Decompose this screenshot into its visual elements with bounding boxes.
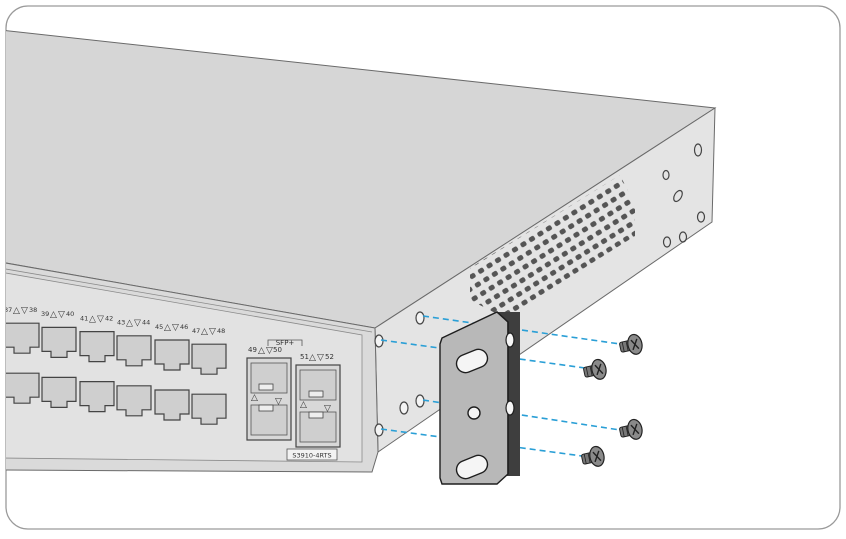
port-number-label: 42 — [105, 314, 113, 322]
port-arrow-down: ▽ — [134, 319, 141, 329]
rj45-port-bottom — [116, 385, 152, 417]
port-arrow-down: ▽ — [21, 306, 28, 316]
svg-text:▽: ▽ — [275, 397, 282, 407]
port-arrow-down: ▽ — [97, 314, 104, 324]
rj45-port-top — [41, 326, 77, 358]
sfp-arrow-down-1: ▽ — [266, 346, 273, 356]
sfp-cage-right: △ ▽ — [295, 364, 341, 448]
sfp-port-50: 50 — [273, 346, 282, 354]
port-arrow-up: △ — [164, 323, 171, 333]
rj45-port-bottom — [6, 372, 40, 404]
sfp-arrow-up-2: △ — [309, 353, 316, 363]
rj45-port-top — [6, 322, 40, 354]
port-arrow-up: △ — [201, 327, 208, 337]
sfp-port-49: 49 — [248, 346, 257, 354]
port-arrow-up: △ — [50, 310, 57, 320]
screw — [583, 358, 607, 380]
sfp-cage-left: △ ▽ — [246, 357, 292, 441]
rj45-port-bottom — [154, 389, 190, 421]
screw — [619, 333, 643, 355]
svg-text:△: △ — [251, 393, 258, 403]
screw — [581, 445, 605, 467]
rj45-port-bottom — [191, 393, 227, 425]
sfp-arrow-up-1: △ — [258, 346, 265, 356]
port-number-label: 43 — [117, 319, 125, 327]
port-number-label: 37 — [4, 306, 12, 314]
mount-holes — [374, 311, 425, 437]
vent-grille — [470, 175, 635, 318]
screw-group — [581, 333, 643, 467]
rj45-port-top — [116, 335, 152, 367]
port-arrow-down: ▽ — [209, 327, 216, 337]
svg-text:△: △ — [300, 400, 307, 410]
rj45-port-top — [191, 343, 227, 375]
rj45-port-block — [0, 319, 227, 425]
sfp-port-51: 51 — [300, 353, 309, 361]
port-number-label: 44 — [142, 319, 150, 327]
port-arrow-down: ▽ — [58, 310, 65, 320]
port-number-label: 47 — [192, 327, 200, 335]
port-number-label: 39 — [41, 310, 49, 318]
port-arrow-down: ▽ — [172, 323, 179, 333]
port-arrow-up: △ — [89, 314, 96, 324]
model-label: S3910-4RTS — [292, 452, 331, 460]
sfp-header-label: SFP+ — [276, 339, 295, 347]
rj45-port-bottom — [79, 381, 115, 413]
rj45-port-bottom — [0, 369, 4, 399]
port-number-label: 38 — [29, 306, 37, 314]
screw — [619, 418, 643, 440]
sfp-port-52: 52 — [325, 353, 334, 361]
sfp-section: SFP+ 49 △ ▽ 50 51 △ ▽ 52 △ ▽ — [246, 339, 341, 461]
rj45-port-top — [79, 331, 115, 363]
port-number-label: 48 — [217, 327, 225, 335]
rj45-port-top — [154, 339, 190, 371]
port-arrow-up: △ — [13, 306, 20, 316]
svg-text:▽: ▽ — [324, 404, 331, 414]
port-arrow-up: △ — [126, 319, 133, 329]
model-label-box — [286, 448, 338, 461]
rj45-port-top — [0, 319, 4, 349]
sfp-arrow-down-2: ▽ — [317, 353, 324, 363]
port-number-label: 40 — [66, 310, 74, 318]
side-holes — [662, 143, 706, 248]
mounting-bracket — [439, 311, 520, 485]
port-number-label: 45 — [155, 323, 163, 331]
rj45-port-bottom — [41, 376, 77, 408]
port-number-label: 46 — [180, 323, 188, 331]
port-number-label: 41 — [80, 314, 88, 322]
